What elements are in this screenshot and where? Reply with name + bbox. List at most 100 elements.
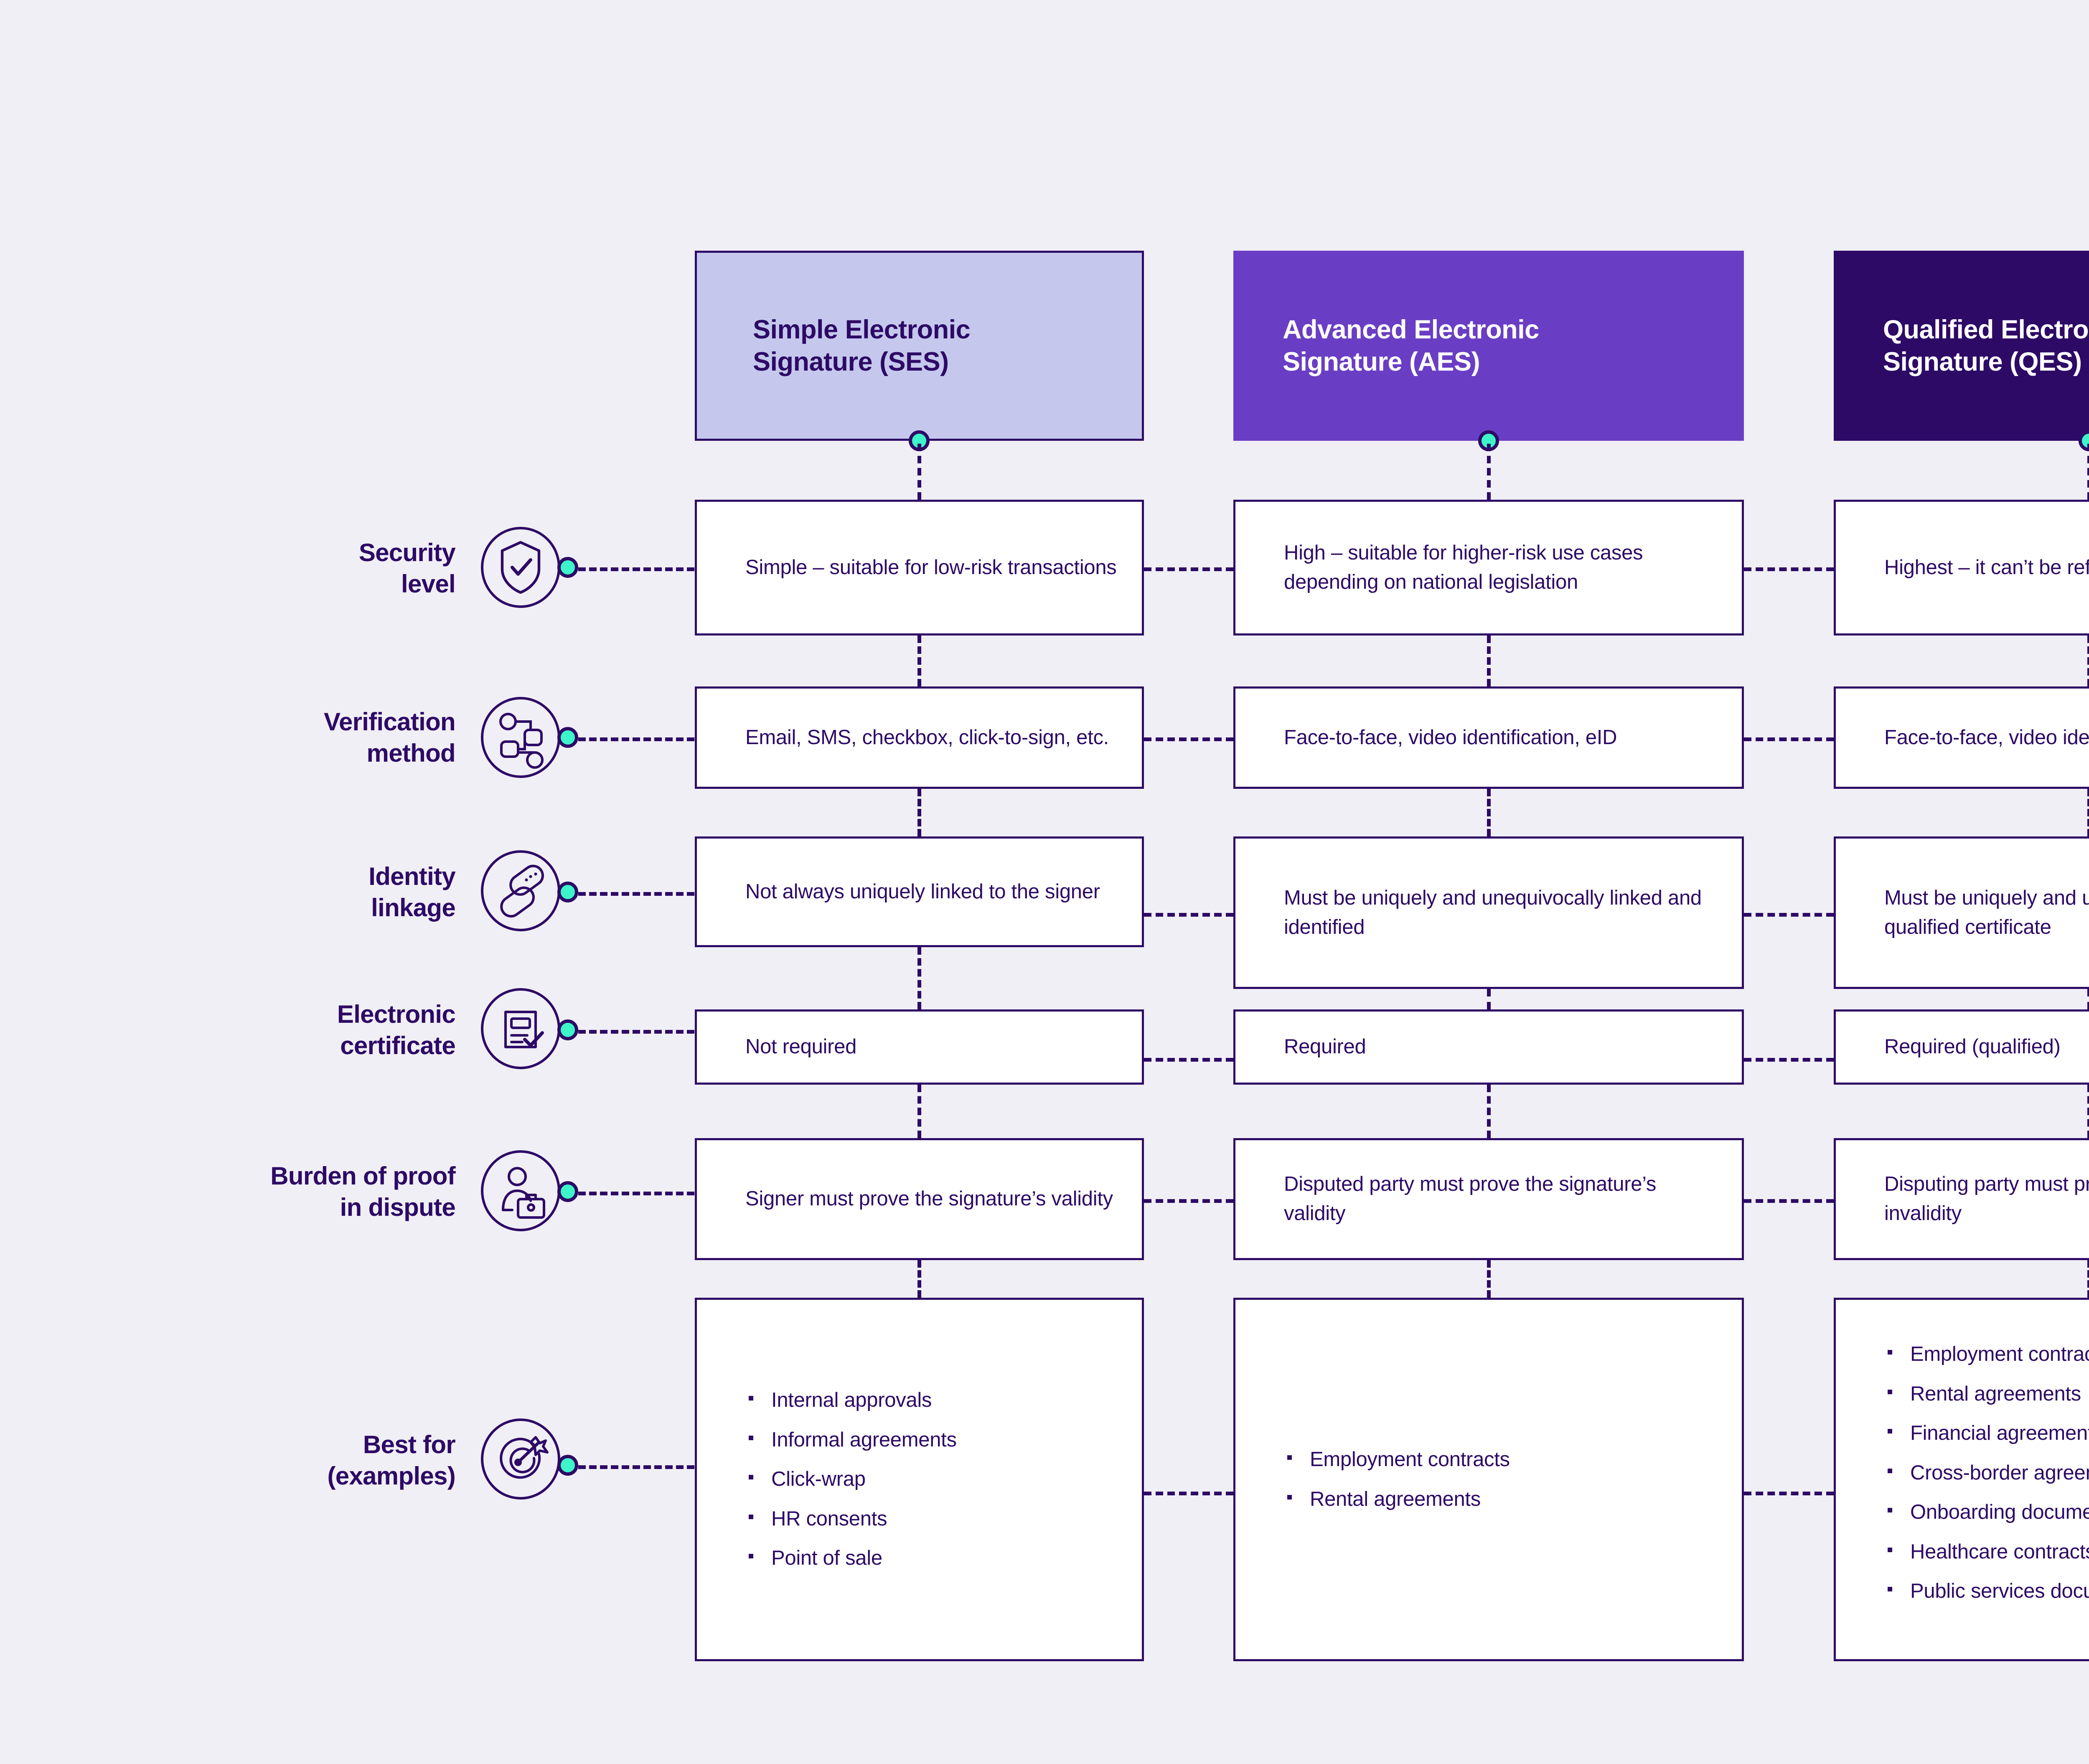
vconnector-qes-4 bbox=[2087, 1085, 2089, 1138]
hconnector-ses-aes-3 bbox=[1144, 1058, 1233, 1062]
hconnector-aes-qes-0 bbox=[1744, 567, 1834, 571]
list-item: Point of sale bbox=[747, 1544, 957, 1573]
hconnector-aes-qes-1 bbox=[1744, 737, 1834, 741]
cell-text: Face-to-face, video identification, eID bbox=[1284, 726, 1617, 749]
row-label-electronic-certificate-line1: Electronic bbox=[337, 1000, 456, 1028]
row-label-identity-linkage: Identity linkage bbox=[67, 859, 455, 925]
network-nodes-icon bbox=[479, 696, 562, 779]
column-header-aes-line2: Signature (AES) bbox=[1283, 347, 1480, 376]
row-label-burden-of-proof-line1: Burden of proof bbox=[270, 1162, 455, 1190]
hconnector-aes-qes-4 bbox=[1744, 1199, 1834, 1203]
row-label-verification-method: Verification method bbox=[67, 704, 456, 771]
list-item: Employment contracts bbox=[1286, 1445, 1510, 1474]
vconnector-qes-5 bbox=[2087, 1260, 2089, 1298]
column-header-ses-line1: Simple Electronic bbox=[753, 315, 971, 344]
row-label-best-for-line2: (examples) bbox=[327, 1462, 456, 1490]
cell-security-level-aes: High – suitable for higher-risk use case… bbox=[1233, 500, 1744, 635]
hconnector-aes-qes-3 bbox=[1744, 1058, 1834, 1062]
list-item: Internal approvals bbox=[747, 1386, 957, 1415]
cell-text: Required (qualified) bbox=[1884, 1035, 2061, 1058]
vconnector-aes-5 bbox=[1487, 1260, 1491, 1298]
row-label-identity-linkage-line2: linkage bbox=[371, 894, 456, 922]
list-item: Cross-border agreements bbox=[1886, 1459, 2089, 1488]
connector-dot-row-identity-linkage bbox=[557, 882, 578, 902]
vconnector-qes-3 bbox=[2087, 989, 2089, 1009]
hconnector-label-ses-3 bbox=[578, 1030, 694, 1034]
cell-identity-linkage-qes: Must be uniquely and unequivocally linke… bbox=[1834, 836, 2089, 989]
column-header-ses-line2: Signature (SES) bbox=[753, 347, 949, 376]
cell-burden-of-proof-qes: Disputing party must prove the signature… bbox=[1834, 1138, 2089, 1260]
list-item: Onboarding documents bbox=[1886, 1498, 2089, 1527]
cell-text: Disputing party must prove the signature… bbox=[1884, 1173, 2089, 1225]
column-header-ses: Simple Electronic Signature (SES) bbox=[695, 251, 1144, 441]
cell-text: Required bbox=[1284, 1035, 1366, 1058]
list-item: Public services documents bbox=[1886, 1577, 2089, 1606]
column-header-qes-line2: Signature (QES) bbox=[1883, 347, 2082, 376]
person-briefcase-icon bbox=[479, 1149, 562, 1233]
vconnector-ses-1 bbox=[917, 635, 921, 686]
vconnector-aes-1 bbox=[1487, 635, 1491, 686]
vconnector-ses-5 bbox=[917, 1260, 921, 1298]
list-item: Healthcare contracts bbox=[1886, 1538, 2089, 1567]
column-header-aes: Advanced Electronic Signature (AES) bbox=[1233, 251, 1744, 441]
cell-text: Simple – suitable for low-risk transacti… bbox=[745, 556, 1117, 579]
hconnector-ses-aes-1 bbox=[1144, 737, 1233, 741]
cell-text: Face-to-face, video identification, eID bbox=[1884, 726, 2089, 749]
cell-burden-of-proof-aes: Disputed party must prove the signature’… bbox=[1233, 1138, 1744, 1260]
row-label-electronic-certificate-line2: certificate bbox=[340, 1032, 455, 1060]
target-arrow-icon bbox=[479, 1417, 562, 1501]
cell-text: Must be uniquely and unequivocally linke… bbox=[1884, 886, 2089, 938]
list-item: Click-wrap bbox=[747, 1465, 957, 1494]
row-label-burden-of-proof-line2: in dispute bbox=[340, 1193, 456, 1221]
cell-electronic-certificate-ses: Not required bbox=[695, 1009, 1144, 1085]
vconnector-aes-0 bbox=[1487, 444, 1491, 500]
hconnector-label-ses-0 bbox=[578, 567, 694, 571]
hconnector-label-ses-2 bbox=[578, 892, 694, 896]
list-item: Rental agreements bbox=[1886, 1380, 2089, 1409]
vconnector-ses-4 bbox=[917, 1085, 921, 1138]
certificate-check-icon bbox=[479, 987, 562, 1070]
row-label-burden-of-proof: Burden of proof in dispute bbox=[67, 1154, 455, 1229]
cell-security-level-qes: Highest – it can’t be refused by the rec… bbox=[1834, 500, 2089, 635]
list-item: HR consents bbox=[747, 1505, 957, 1534]
column-header-qes: Qualified Electronic Signature (QES) bbox=[1834, 251, 2089, 441]
vconnector-aes-3 bbox=[1487, 989, 1491, 1009]
list-item: Rental agreements bbox=[1286, 1485, 1510, 1514]
connector-dot-row-verification-method bbox=[557, 727, 578, 748]
hconnector-label-ses-1 bbox=[578, 737, 694, 741]
hconnector-ses-aes-0 bbox=[1144, 567, 1233, 571]
cell-text: Highest – it can’t be refused by the rec… bbox=[1884, 556, 2089, 579]
row-label-verification-method-line2: method bbox=[366, 739, 456, 767]
hconnector-label-ses-4 bbox=[578, 1192, 694, 1195]
list-item: Informal agreements bbox=[747, 1426, 957, 1455]
hconnector-aes-qes-5 bbox=[1744, 1492, 1834, 1495]
vconnector-ses-3 bbox=[917, 947, 921, 1009]
cell-verification-method-qes: Face-to-face, video identification, eID bbox=[1834, 686, 2089, 789]
cell-electronic-certificate-aes: Required bbox=[1233, 1009, 1744, 1085]
row-label-identity-linkage-line1: Identity bbox=[368, 862, 455, 890]
hconnector-ses-aes-2 bbox=[1144, 913, 1233, 917]
vconnector-qes-1 bbox=[2087, 635, 2089, 686]
vconnector-qes-0 bbox=[2087, 444, 2089, 500]
column-header-qes-line1: Qualified Electronic bbox=[1883, 315, 2089, 344]
column-header-aes-line1: Advanced Electronic bbox=[1283, 315, 1539, 344]
cell-security-level-ses: Simple – suitable for low-risk transacti… bbox=[695, 500, 1144, 635]
cell-text: Must be uniquely and unequivocally linke… bbox=[1284, 886, 1702, 938]
connector-dot-row-best-for bbox=[557, 1455, 578, 1476]
cell-verification-method-aes: Face-to-face, video identification, eID bbox=[1233, 686, 1744, 789]
hconnector-label-ses-5 bbox=[578, 1465, 694, 1469]
shield-check-icon bbox=[479, 526, 562, 609]
hconnector-aes-qes-2 bbox=[1744, 913, 1834, 917]
vconnector-ses-2 bbox=[917, 789, 921, 836]
hconnector-ses-aes-4 bbox=[1144, 1199, 1233, 1203]
cell-text: Signer must prove the signature’s validi… bbox=[745, 1187, 1113, 1210]
hconnector-ses-aes-5 bbox=[1144, 1492, 1233, 1495]
cell-text: High – suitable for higher-risk use case… bbox=[1284, 541, 1643, 593]
row-label-best-for-line1: Best for bbox=[363, 1431, 456, 1459]
